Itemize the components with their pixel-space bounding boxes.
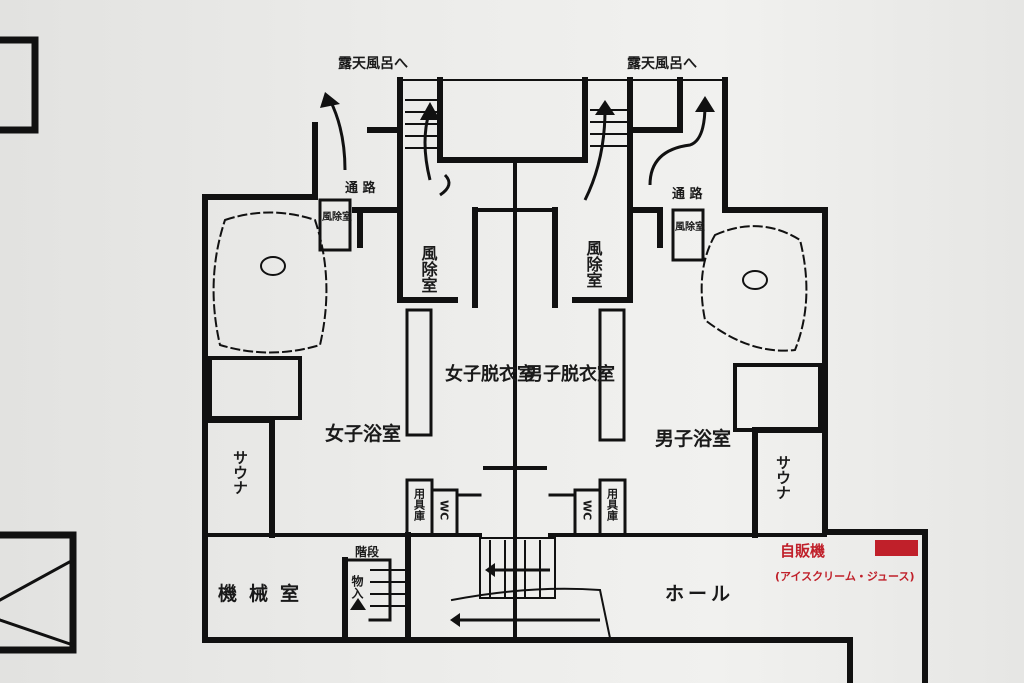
wc-right: WC [581, 500, 594, 520]
vending-items: (アイスクリーム・ジュース) [775, 570, 915, 583]
men-changing-room: 男子脱衣室 [525, 363, 615, 385]
men-bath: 男子浴室 [655, 427, 731, 450]
vending-machine-label: 自販機 [780, 542, 825, 560]
windbreak-right: 風除室 [584, 240, 603, 288]
wc-left: WC [438, 500, 451, 520]
hall: ホール [665, 583, 734, 605]
stair-treads [370, 99, 628, 607]
direction-arrows [328, 99, 707, 622]
windbreak-left: 風除室 [419, 245, 438, 293]
women-changing-room: 女子脱衣室 [445, 363, 535, 385]
women-bath: 女子浴室 [325, 422, 401, 445]
walls [0, 36, 928, 683]
vending-machine-marker [875, 540, 918, 556]
windbreak-small-right: 風除室 [675, 220, 705, 233]
to-outdoor-bath-right: 露天風呂へ [627, 55, 697, 72]
to-outdoor-bath-left: 露天風呂へ [338, 55, 408, 72]
storeroom-label: 物入 [350, 574, 364, 600]
sauna-left: サウナ [231, 450, 249, 495]
windbreak-small-left: 風除室 [322, 210, 352, 223]
sauna-right: サウナ [774, 455, 792, 500]
arrow-heads [320, 92, 715, 627]
passage-right: 通 路 [672, 186, 704, 202]
machine-room: 機械室 [218, 582, 311, 605]
gardens [212, 211, 808, 354]
stairs-label: 階段 [355, 544, 380, 559]
storage-right: 用具庫 [606, 488, 619, 522]
passage-left: 通 路 [345, 180, 377, 196]
storage-left: 用具庫 [413, 488, 426, 522]
